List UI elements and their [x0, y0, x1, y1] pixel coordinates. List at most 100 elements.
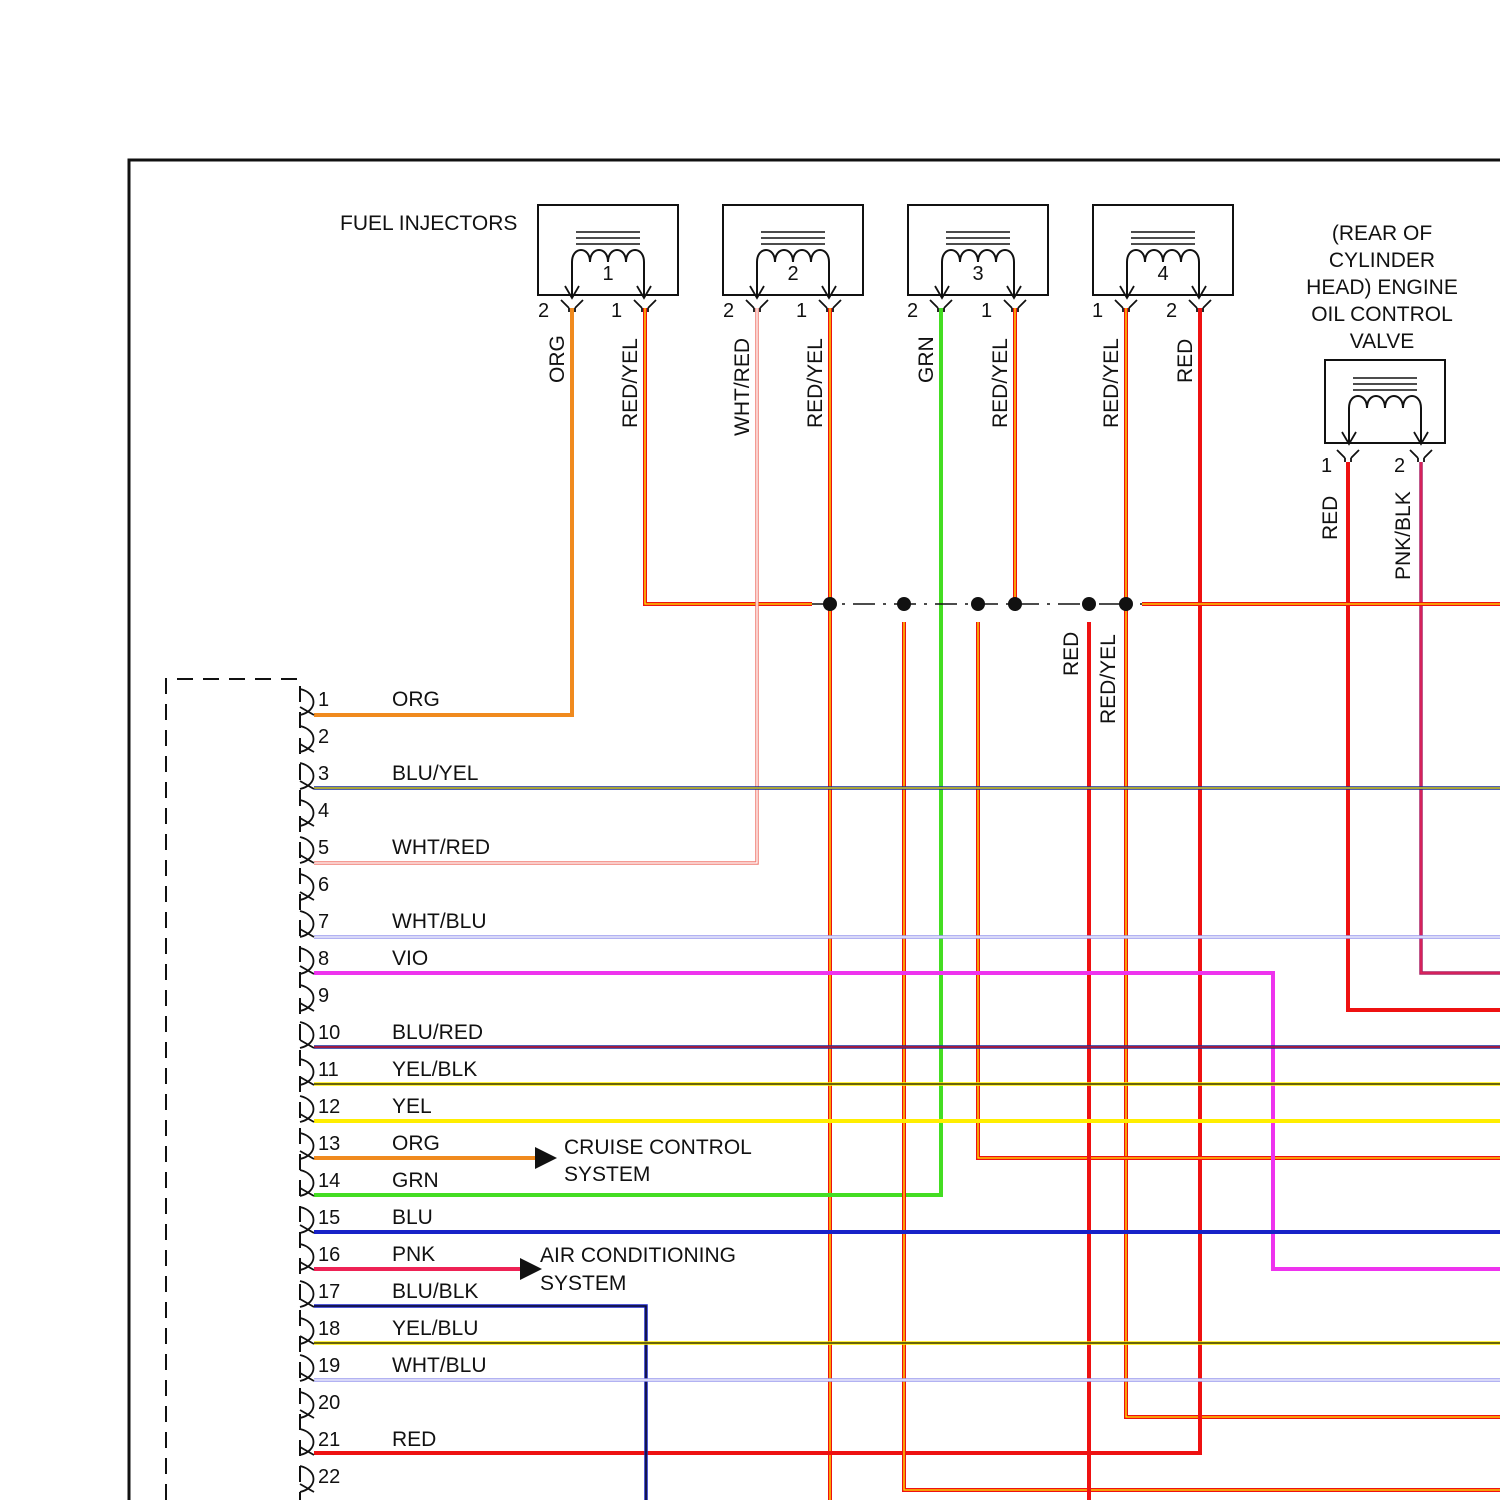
splice-dot	[1119, 597, 1133, 611]
ecm-pin-21: 21 RED	[300, 1428, 436, 1455]
ecm-pin-10: 10 BLU/RED	[300, 1021, 483, 1048]
fuel-injector-3: 3 2 1	[907, 205, 1048, 322]
valve-box	[1325, 360, 1445, 443]
pin-number: 4	[318, 800, 329, 822]
connector-terminal-icon	[1337, 450, 1359, 462]
wire-body	[1421, 462, 1500, 973]
ac-arrow-icon	[520, 1258, 542, 1280]
valve-label-line: OIL CONTROL	[1311, 303, 1453, 326]
pin-wire-label: BLU/BLK	[392, 1280, 478, 1303]
cruise-arrow-icon	[535, 1147, 557, 1169]
pin-bracket-icon	[300, 1022, 314, 1048]
component-layer: 121221321412121ORG23BLU/YEL45WHT/RED67WH…	[300, 205, 1445, 1492]
pin-number: 2	[907, 300, 918, 322]
pin-number: 10	[318, 1022, 340, 1044]
wire-layer	[314, 308, 1500, 1500]
wire-blublk-pin17	[314, 1306, 646, 1500]
wire-color-label: ORG	[546, 335, 569, 383]
fuel-injectors-title: FUEL INJECTORS	[340, 212, 517, 235]
pin-bracket-icon	[300, 874, 314, 900]
oil-control-valve-label: (REAR OF CYLINDER HEAD) ENGINE OIL CONTR…	[1306, 222, 1458, 353]
pin-wire-label: PNK	[392, 1243, 435, 1266]
splice-wire-label: RED	[1060, 632, 1083, 676]
pin-bracket-icon	[300, 1281, 314, 1307]
pin-bracket-icon	[300, 1207, 314, 1233]
pin-number: 9	[318, 985, 329, 1007]
air-conditioning-reference: AIR CONDITIONING	[540, 1244, 736, 1267]
ecm-pin-4: 4	[300, 800, 329, 826]
injector-number: 3	[972, 263, 983, 285]
ecm-pin-12: 12YEL	[300, 1095, 432, 1122]
ecm-pin-14: 14GRN	[300, 1169, 439, 1196]
pin-bracket-icon	[300, 689, 314, 715]
pin-wire-label: ORG	[392, 1132, 440, 1155]
ecm-pin-2: 2	[300, 726, 329, 752]
pin-number: 1	[1321, 455, 1332, 477]
pin-bracket-icon	[300, 726, 314, 752]
pin-bracket-icon	[300, 800, 314, 826]
ecm-pin-8: 8VIO	[300, 947, 428, 974]
pin-wire-label: BLU/YEL	[392, 762, 478, 785]
wire-color-label: RED	[1174, 339, 1197, 383]
connector-terminal-icon	[1410, 450, 1432, 462]
injector-number: 4	[1157, 263, 1168, 285]
ecm-pin-6: 6	[300, 874, 329, 900]
pin-wire-label: WHT/RED	[392, 836, 490, 859]
splice-dot	[1008, 597, 1022, 611]
pin-bracket-icon	[300, 1466, 314, 1492]
pin-wire-label: BLU/RED	[392, 1021, 483, 1044]
pin-wire-label: BLU	[392, 1206, 433, 1229]
pin-wire-label: RED	[392, 1428, 436, 1451]
pin-bracket-icon	[300, 948, 314, 974]
pin-number: 17	[318, 1281, 340, 1303]
pin-wire-label: YEL	[392, 1095, 432, 1118]
wire-org-inj1	[314, 308, 572, 715]
wire-redyel-inj4	[1126, 308, 1500, 1417]
ecm-pin-16: 16PNK	[300, 1243, 435, 1270]
pin-number: 11	[318, 1059, 339, 1081]
pin-wire-label: YEL/BLU	[392, 1317, 478, 1340]
pin-bracket-icon	[300, 763, 314, 789]
pin-number: 3	[318, 763, 329, 785]
wire-color-label: PNK/BLK	[1392, 491, 1415, 580]
oil-control-valve: 12	[1321, 360, 1445, 477]
valve-label-line: CYLINDER	[1329, 249, 1435, 272]
ecm-pin-22: 22	[300, 1466, 340, 1492]
ecm-pin-11: 11YEL/BLK	[300, 1058, 477, 1085]
splice-dot	[823, 597, 837, 611]
valve-label-line: (REAR OF	[1332, 222, 1432, 245]
pin-bracket-icon	[300, 1429, 314, 1455]
wire-stripe	[1421, 462, 1500, 973]
pin-number: 19	[318, 1355, 340, 1377]
pin-number: 14	[318, 1170, 340, 1192]
pin-bracket-icon	[300, 1244, 314, 1270]
splice-dot	[1082, 597, 1096, 611]
pin-number: 21	[318, 1429, 340, 1451]
pin-number: 2	[538, 300, 549, 322]
pin-number: 1	[611, 300, 622, 322]
pin-number: 1	[318, 689, 329, 711]
pin-number: 1	[981, 300, 992, 322]
pin-number: 2	[1166, 300, 1177, 322]
valve-label-line: HEAD) ENGINE	[1306, 276, 1458, 299]
pin-wire-label: VIO	[392, 947, 428, 970]
cruise-control-reference: SYSTEM	[564, 1163, 650, 1186]
pin-number: 13	[318, 1133, 340, 1155]
pin-wire-label: ORG	[392, 688, 440, 711]
wire-stripe	[645, 308, 812, 604]
pin-bracket-icon	[300, 1355, 314, 1381]
pin-number: 1	[1092, 300, 1103, 322]
pin-number: 2	[723, 300, 734, 322]
ecm-pin-3: 3 BLU/YEL	[300, 762, 478, 789]
fuel-injector-4: 4 1 2	[1092, 205, 1233, 322]
ecm-pin-5: 5WHT/RED	[300, 836, 490, 863]
pin-bracket-icon	[300, 911, 314, 937]
pin-bracket-icon	[300, 1133, 314, 1159]
wire-whtred-inj2	[314, 308, 757, 863]
air-conditioning-reference: SYSTEM	[540, 1272, 626, 1295]
ecm-pin-20: 20	[300, 1392, 340, 1418]
